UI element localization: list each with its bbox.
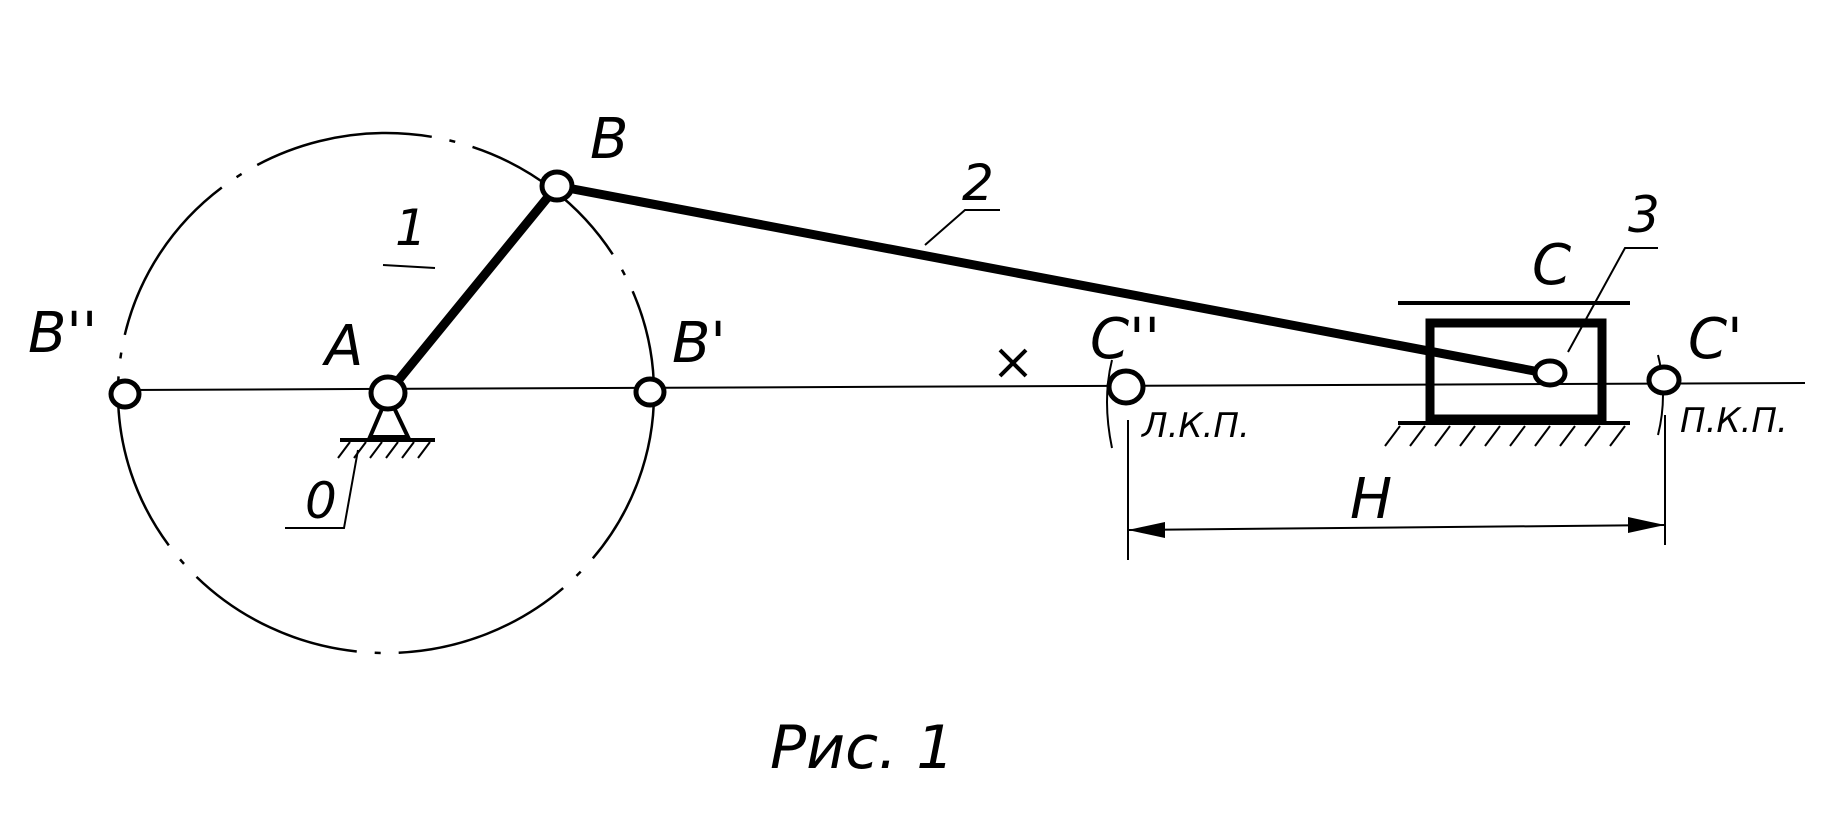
connecting-rod-bc [552, 181, 1550, 378]
label-left-dead-center: Л.К.П. [1140, 406, 1250, 446]
label-frame-0: 0 [305, 472, 337, 530]
label-a: A [322, 314, 363, 379]
slider-block [1425, 318, 1607, 424]
label-b: B [590, 107, 628, 172]
label-stroke-h: H [1350, 467, 1392, 532]
joint-b [539, 169, 575, 203]
joint-c [1532, 358, 1568, 388]
label-link-3: 3 [1628, 186, 1660, 244]
left-dead-center-arc [1106, 359, 1113, 449]
stroke-dimension [1127, 415, 1666, 560]
crank-link-ab [383, 181, 562, 398]
label-right-dead-center: П.К.П. [1680, 401, 1788, 441]
label-c: C [1532, 233, 1571, 298]
label-c-prime: C' [1688, 307, 1743, 372]
label-b-prime: B' [672, 311, 726, 376]
label-b-double-prime: B'' [28, 301, 97, 366]
label-link-1: 1 [395, 199, 427, 257]
ground-support-a [337, 390, 435, 459]
axis-cross-mark [998, 348, 1028, 378]
link2-leader-line [924, 209, 1000, 246]
link1-leader-line [382, 264, 436, 269]
label-link-2: 2 [962, 154, 994, 212]
figure-caption: Рис. 1 [770, 713, 954, 783]
joint-c-prime [1646, 364, 1682, 396]
frame-leader-line [285, 449, 359, 529]
joint-a [368, 374, 408, 412]
joint-b-prime [633, 376, 667, 408]
link3-leader-line [1567, 247, 1658, 353]
joint-b-double-prime [108, 378, 142, 410]
label-c-double-prime: C'' [1090, 307, 1160, 372]
joint-c-double-prime [1106, 368, 1146, 406]
